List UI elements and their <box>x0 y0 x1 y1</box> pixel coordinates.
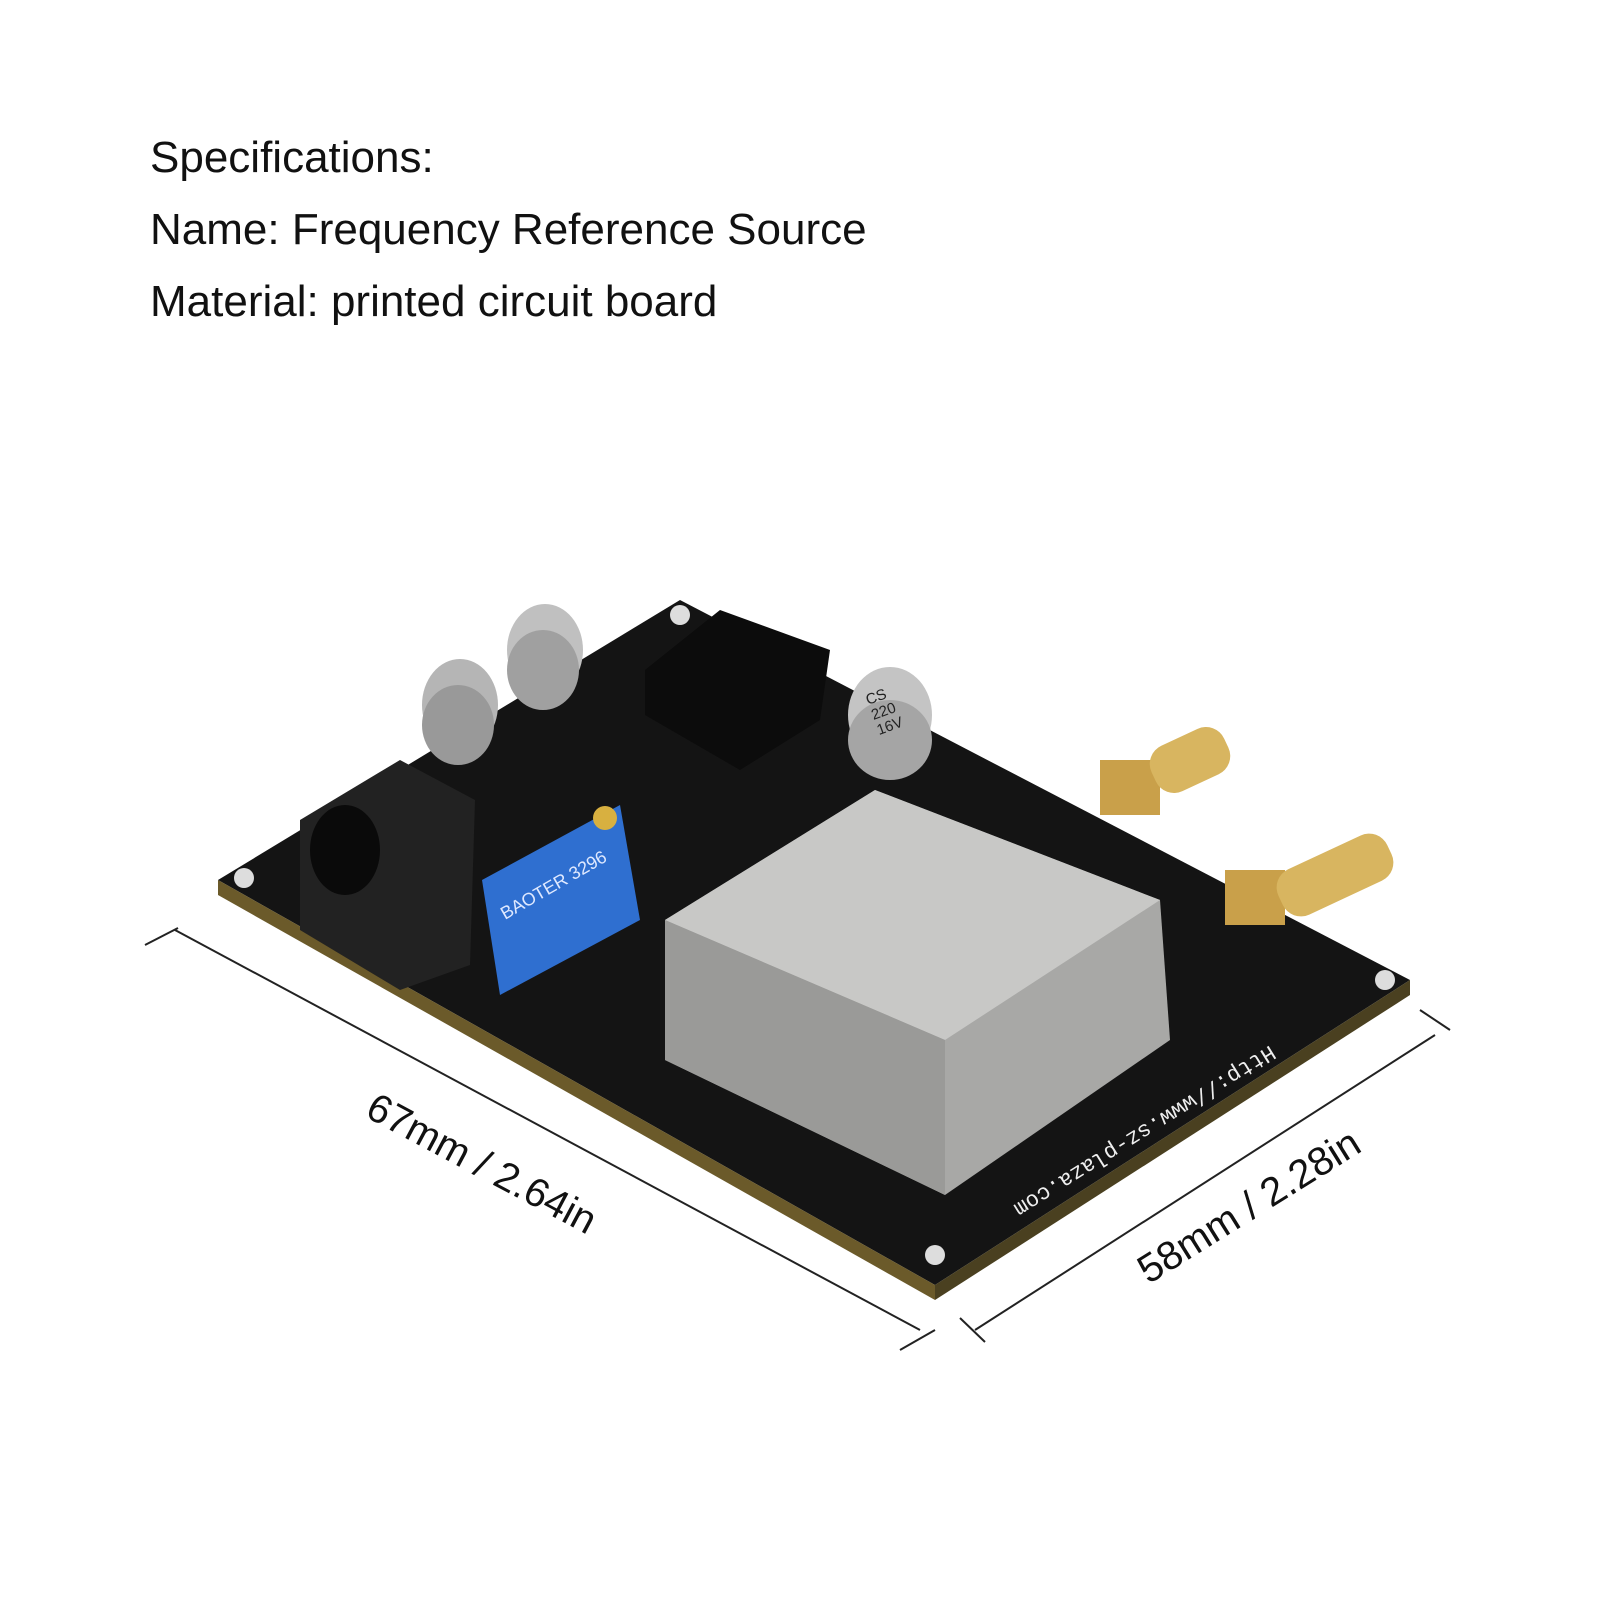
capacitor <box>422 659 498 765</box>
mount-hole <box>234 868 254 888</box>
dc-jack <box>300 760 475 990</box>
spec-heading: Specifications: <box>150 133 434 182</box>
spec-name: Name: Frequency Reference Source <box>150 205 867 254</box>
capacitor: CS22016V <box>848 667 932 780</box>
sma-connector <box>1225 833 1394 925</box>
mount-hole <box>925 1245 945 1265</box>
spec-material: Material: printed circuit board <box>150 277 718 326</box>
ocxo-metal-can <box>665 790 1170 1195</box>
voltage-regulator <box>645 610 830 770</box>
dimension-line-width <box>959 1009 1451 1343</box>
capacitor <box>507 604 583 710</box>
capacitor-marking: CS22016V <box>864 684 906 739</box>
dimension-line-length <box>144 927 936 1351</box>
mount-hole <box>670 605 690 625</box>
mount-hole <box>1375 970 1395 990</box>
sma-connector <box>1100 727 1231 815</box>
